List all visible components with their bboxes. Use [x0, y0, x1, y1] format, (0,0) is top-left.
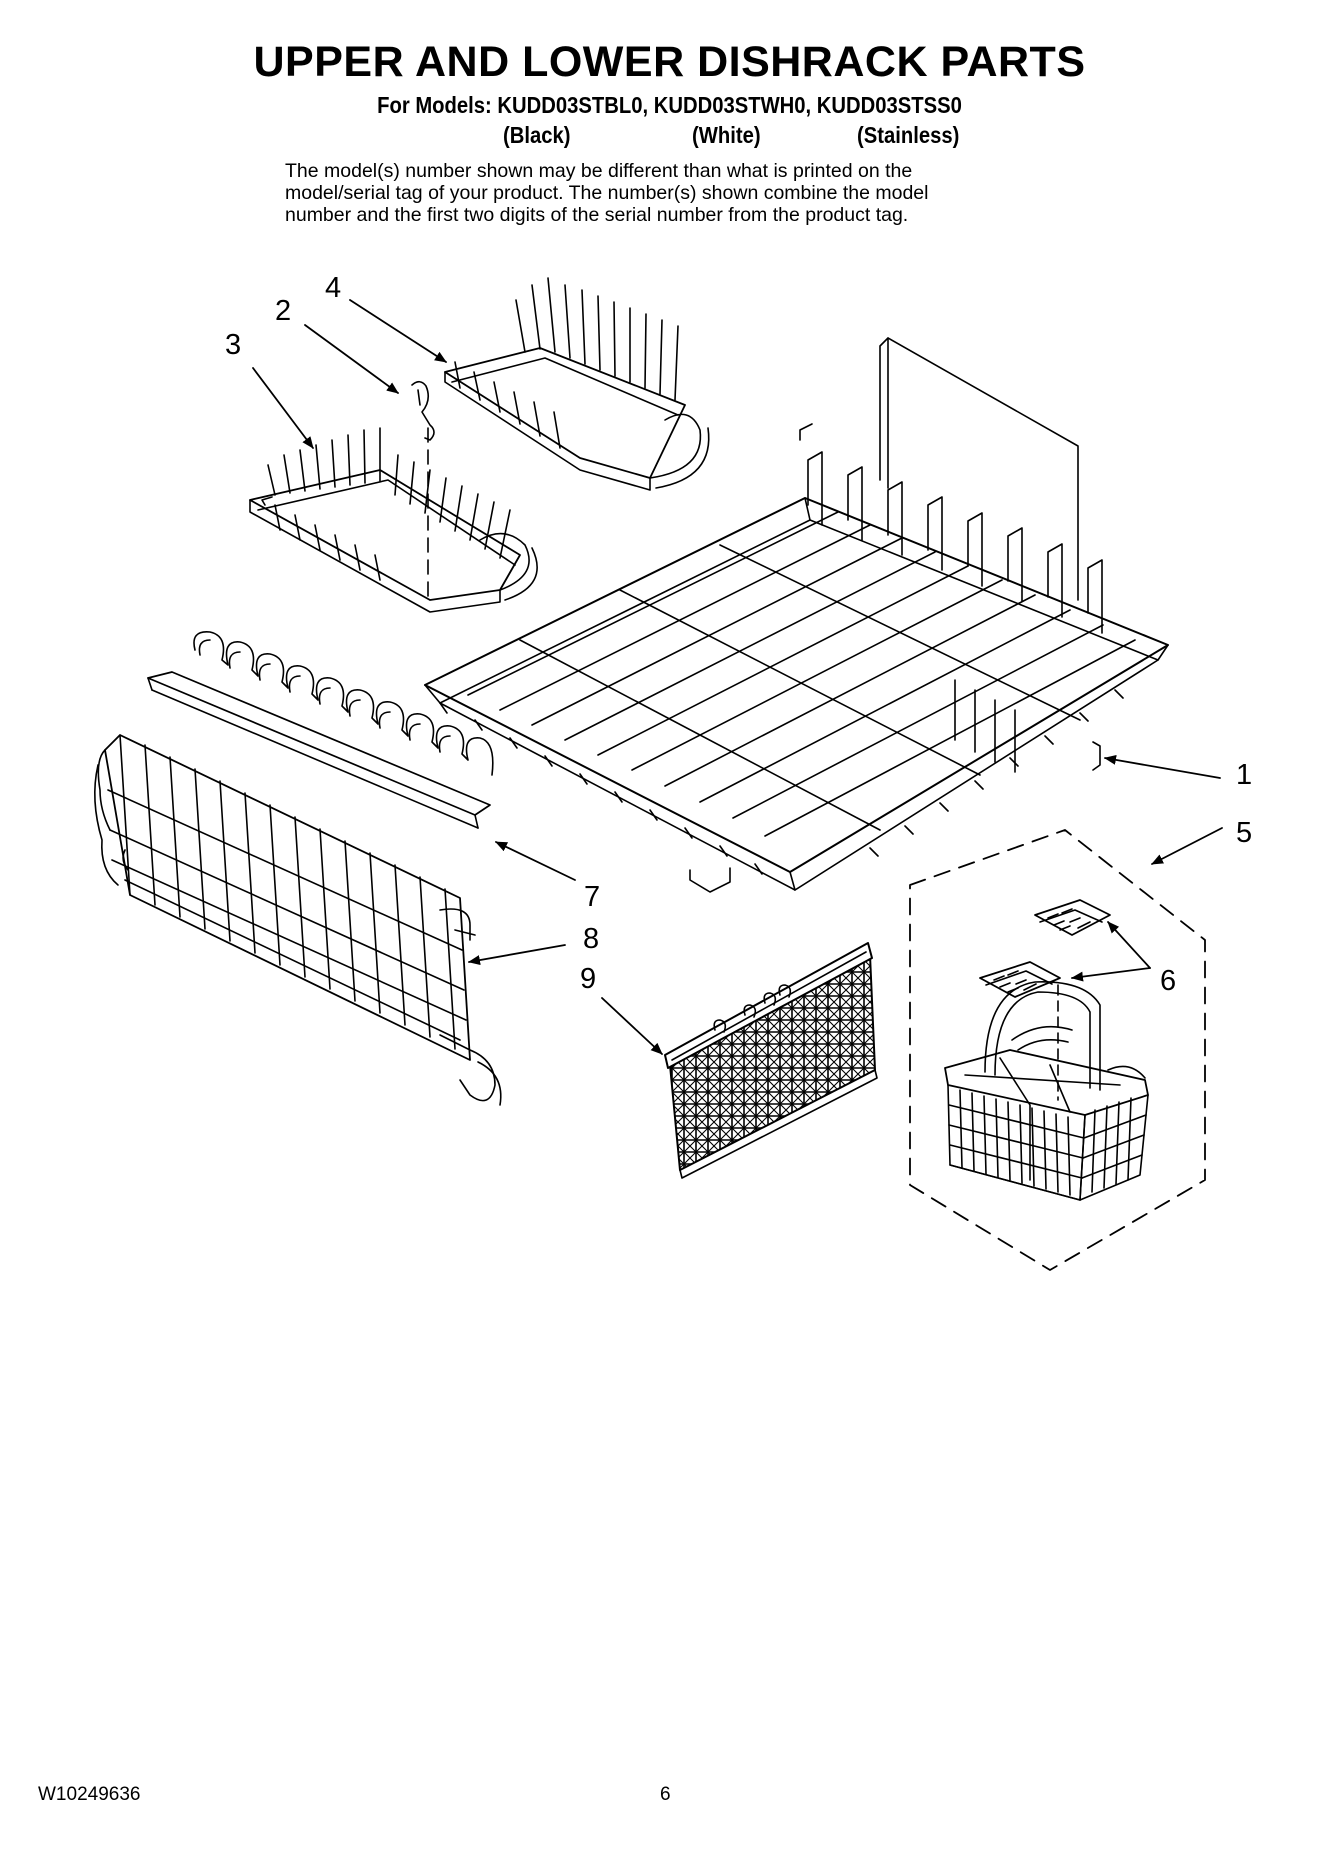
- wire-insert: [147, 631, 494, 829]
- document-number: W10249636: [38, 1784, 141, 1805]
- callout-2: 2: [275, 295, 292, 327]
- silverware-basket-group: [909, 829, 1206, 1271]
- tine-rack-left: [249, 427, 538, 613]
- callout-7: 7: [584, 881, 601, 913]
- disclaimer-line: The model(s) number shown may be differe…: [285, 160, 913, 182]
- mesh-shield: [664, 942, 878, 1179]
- tine-rack-upper: [444, 277, 710, 491]
- leader-arrows: [252, 299, 1223, 1055]
- page-title: UPPER AND LOWER DISHRACK PARTS: [253, 38, 1086, 86]
- color-label-stainless: (Stainless): [857, 122, 960, 148]
- color-label-black: (Black): [503, 122, 571, 148]
- page-number: 6: [660, 1784, 671, 1805]
- callout-9: 9: [580, 963, 597, 995]
- disclaimer-text: The model(s) number shown may be differe…: [285, 160, 1085, 226]
- callout-5: 5: [1236, 817, 1253, 849]
- clip-part: [411, 380, 435, 601]
- callout-3: 3: [225, 329, 242, 361]
- disclaimer-line: number and the first two digits of the s…: [285, 204, 909, 226]
- models-line: For Models: KUDD03STBL0, KUDD03STWH0, KU…: [377, 92, 962, 118]
- callout-6: 6: [1160, 965, 1177, 997]
- color-label-white: (White): [692, 122, 761, 148]
- lower-dishrack: [424, 337, 1169, 893]
- callout-4: 4: [325, 272, 342, 304]
- callout-8: 8: [583, 923, 600, 955]
- fold-down-basket: [94, 734, 502, 1106]
- disclaimer-line: model/serial tag of your product. The nu…: [285, 182, 929, 204]
- callout-1: 1: [1236, 759, 1253, 791]
